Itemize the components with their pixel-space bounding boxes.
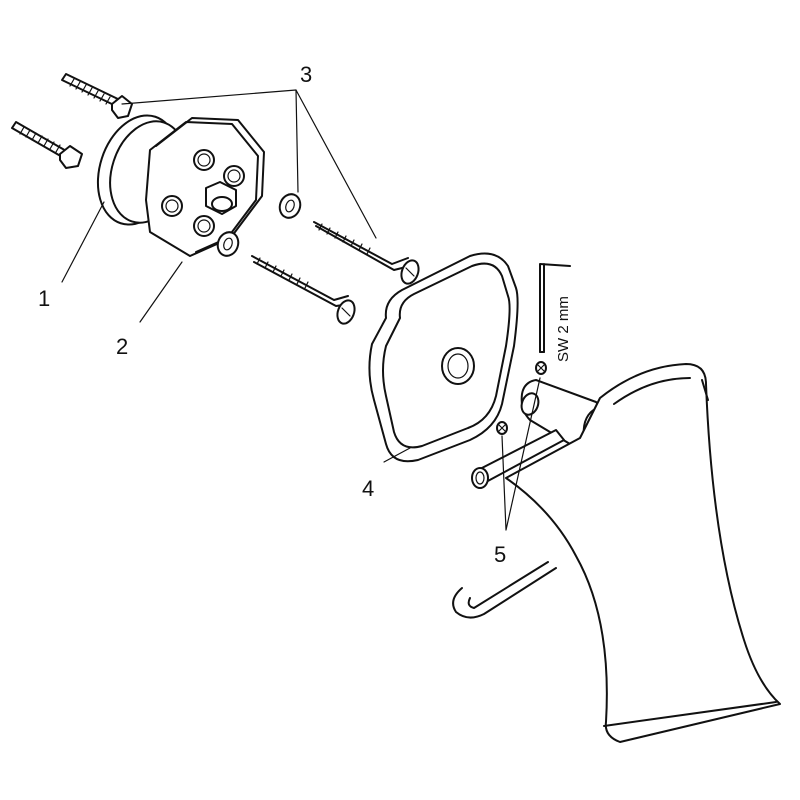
screw-upper — [313, 221, 420, 285]
leader-lines — [61, 89, 541, 531]
callout-4: 4 — [362, 476, 374, 501]
mounting-bracket — [109, 117, 265, 257]
washer-upper — [278, 193, 302, 219]
set-screw-upper — [535, 361, 547, 375]
set-screw-lower — [496, 421, 508, 435]
allen-key-size-label: SW 2 mm — [555, 296, 572, 362]
allen-key — [539, 263, 571, 353]
callout-3: 3 — [300, 62, 312, 87]
washer-lower — [216, 231, 240, 257]
wall-plug-upper — [61, 73, 133, 119]
callout-5: 5 — [494, 542, 506, 567]
cover-rosette — [368, 252, 519, 463]
callout-1: 1 — [38, 286, 50, 311]
paper-holder-body — [452, 363, 781, 743]
screw-lower — [251, 255, 356, 325]
wall-plug-lower — [11, 121, 83, 169]
callout-2: 2 — [116, 334, 128, 359]
